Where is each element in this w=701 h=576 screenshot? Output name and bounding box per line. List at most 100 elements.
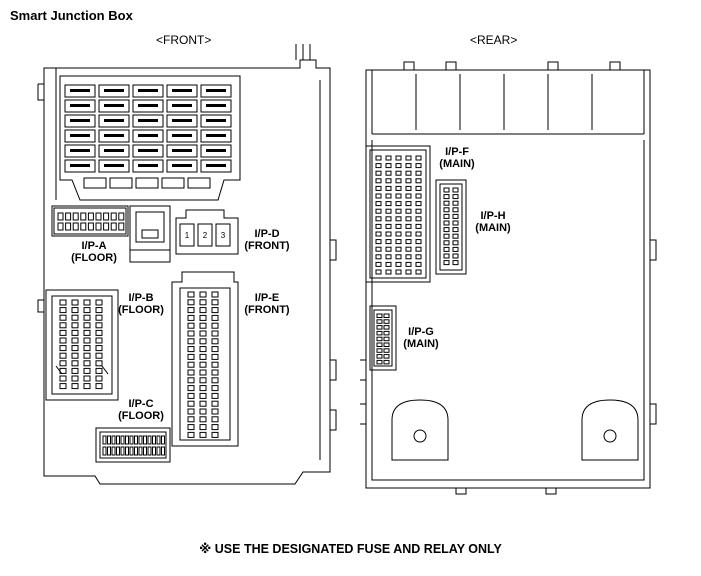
ipe-name: I/P-E (254, 292, 280, 304)
pin (211, 369, 219, 376)
pin (383, 348, 390, 353)
pin (83, 360, 91, 367)
pin (395, 185, 402, 191)
fuse-marking (138, 119, 158, 122)
fuse-marking (70, 134, 90, 137)
fuse-warning-note: ※ USE THE DESIGNATED FUSE AND RELAY ONLY (199, 542, 502, 556)
front-housing (37, 44, 337, 485)
pin (415, 193, 422, 199)
pin (375, 246, 382, 252)
pin (187, 322, 195, 329)
pin (95, 383, 103, 390)
pin (443, 220, 450, 226)
pin (452, 233, 459, 239)
ipb-name: I/P-B (128, 292, 154, 304)
pin (211, 424, 219, 431)
pin (405, 223, 412, 229)
pin (143, 446, 147, 456)
pin (375, 178, 382, 184)
pin (452, 194, 459, 200)
pin (376, 330, 383, 336)
pin (443, 240, 450, 246)
pin (375, 185, 382, 191)
fuse-slot (132, 159, 164, 173)
fuse-marking (206, 104, 226, 107)
fuse-marking (70, 104, 90, 107)
pin (83, 345, 91, 352)
pin (405, 239, 412, 245)
pin (116, 446, 120, 456)
ipb-connector (45, 289, 119, 401)
relay-socket (129, 205, 171, 263)
pin (187, 361, 195, 368)
pin (375, 201, 382, 207)
pin (415, 269, 422, 275)
pin (102, 446, 107, 456)
pin (376, 348, 383, 353)
fuse-marking (138, 134, 158, 137)
pin (199, 307, 207, 314)
pin (385, 201, 392, 207)
fuse-slot (64, 129, 96, 143)
pin (405, 261, 412, 267)
pin (152, 446, 156, 456)
pin (211, 291, 219, 298)
pin (443, 227, 450, 233)
fuse-slot (98, 84, 130, 98)
ipc-connector (95, 427, 171, 463)
pin (156, 435, 161, 445)
pin (443, 187, 450, 193)
pin (375, 193, 382, 199)
pin (443, 253, 450, 259)
pin (385, 170, 392, 176)
pin (187, 353, 195, 360)
ipb-label: I/P-B (FLOOR) (110, 292, 172, 316)
pin (211, 416, 219, 423)
pin (443, 207, 450, 213)
ipf-connector (365, 145, 431, 283)
pin (211, 400, 219, 407)
pin (71, 352, 79, 359)
fuse-slot (64, 84, 96, 98)
pin (59, 337, 67, 344)
ipd-pin-2: 2 (203, 231, 208, 240)
pin (95, 314, 103, 321)
iph-label: I/P-H (MAIN) (468, 210, 518, 234)
pin (59, 375, 67, 382)
pin (383, 330, 390, 336)
pin (71, 314, 79, 321)
fuse-slot (200, 144, 232, 158)
fuse-slot (98, 159, 130, 173)
pin (87, 222, 94, 231)
pin (83, 367, 91, 374)
pin (199, 346, 207, 353)
pin (383, 319, 390, 324)
pin (415, 208, 422, 214)
pin (71, 360, 79, 367)
pin (211, 353, 219, 360)
ipd-location: (FRONT) (244, 240, 290, 252)
ipb-location: (FLOOR) (118, 304, 164, 316)
fuse-marking (104, 149, 124, 152)
pin (95, 307, 103, 314)
fuse-slot (83, 177, 107, 189)
pin (111, 446, 116, 456)
ipd-connector (175, 209, 239, 255)
pin (71, 329, 79, 336)
fuse-slot (109, 177, 133, 189)
fuse-marking (70, 89, 90, 92)
pin (385, 231, 392, 237)
pin (452, 260, 459, 266)
pin (443, 260, 450, 266)
fuse-slot (161, 177, 185, 189)
fuse-slot (132, 114, 164, 128)
pin (395, 163, 402, 169)
pin (395, 178, 402, 184)
pin (383, 359, 390, 365)
ipd-pin-1: 1 (185, 231, 190, 240)
pin (199, 431, 207, 438)
pin (375, 216, 382, 222)
pin (110, 222, 117, 231)
pin (199, 314, 207, 321)
pin (103, 212, 110, 221)
